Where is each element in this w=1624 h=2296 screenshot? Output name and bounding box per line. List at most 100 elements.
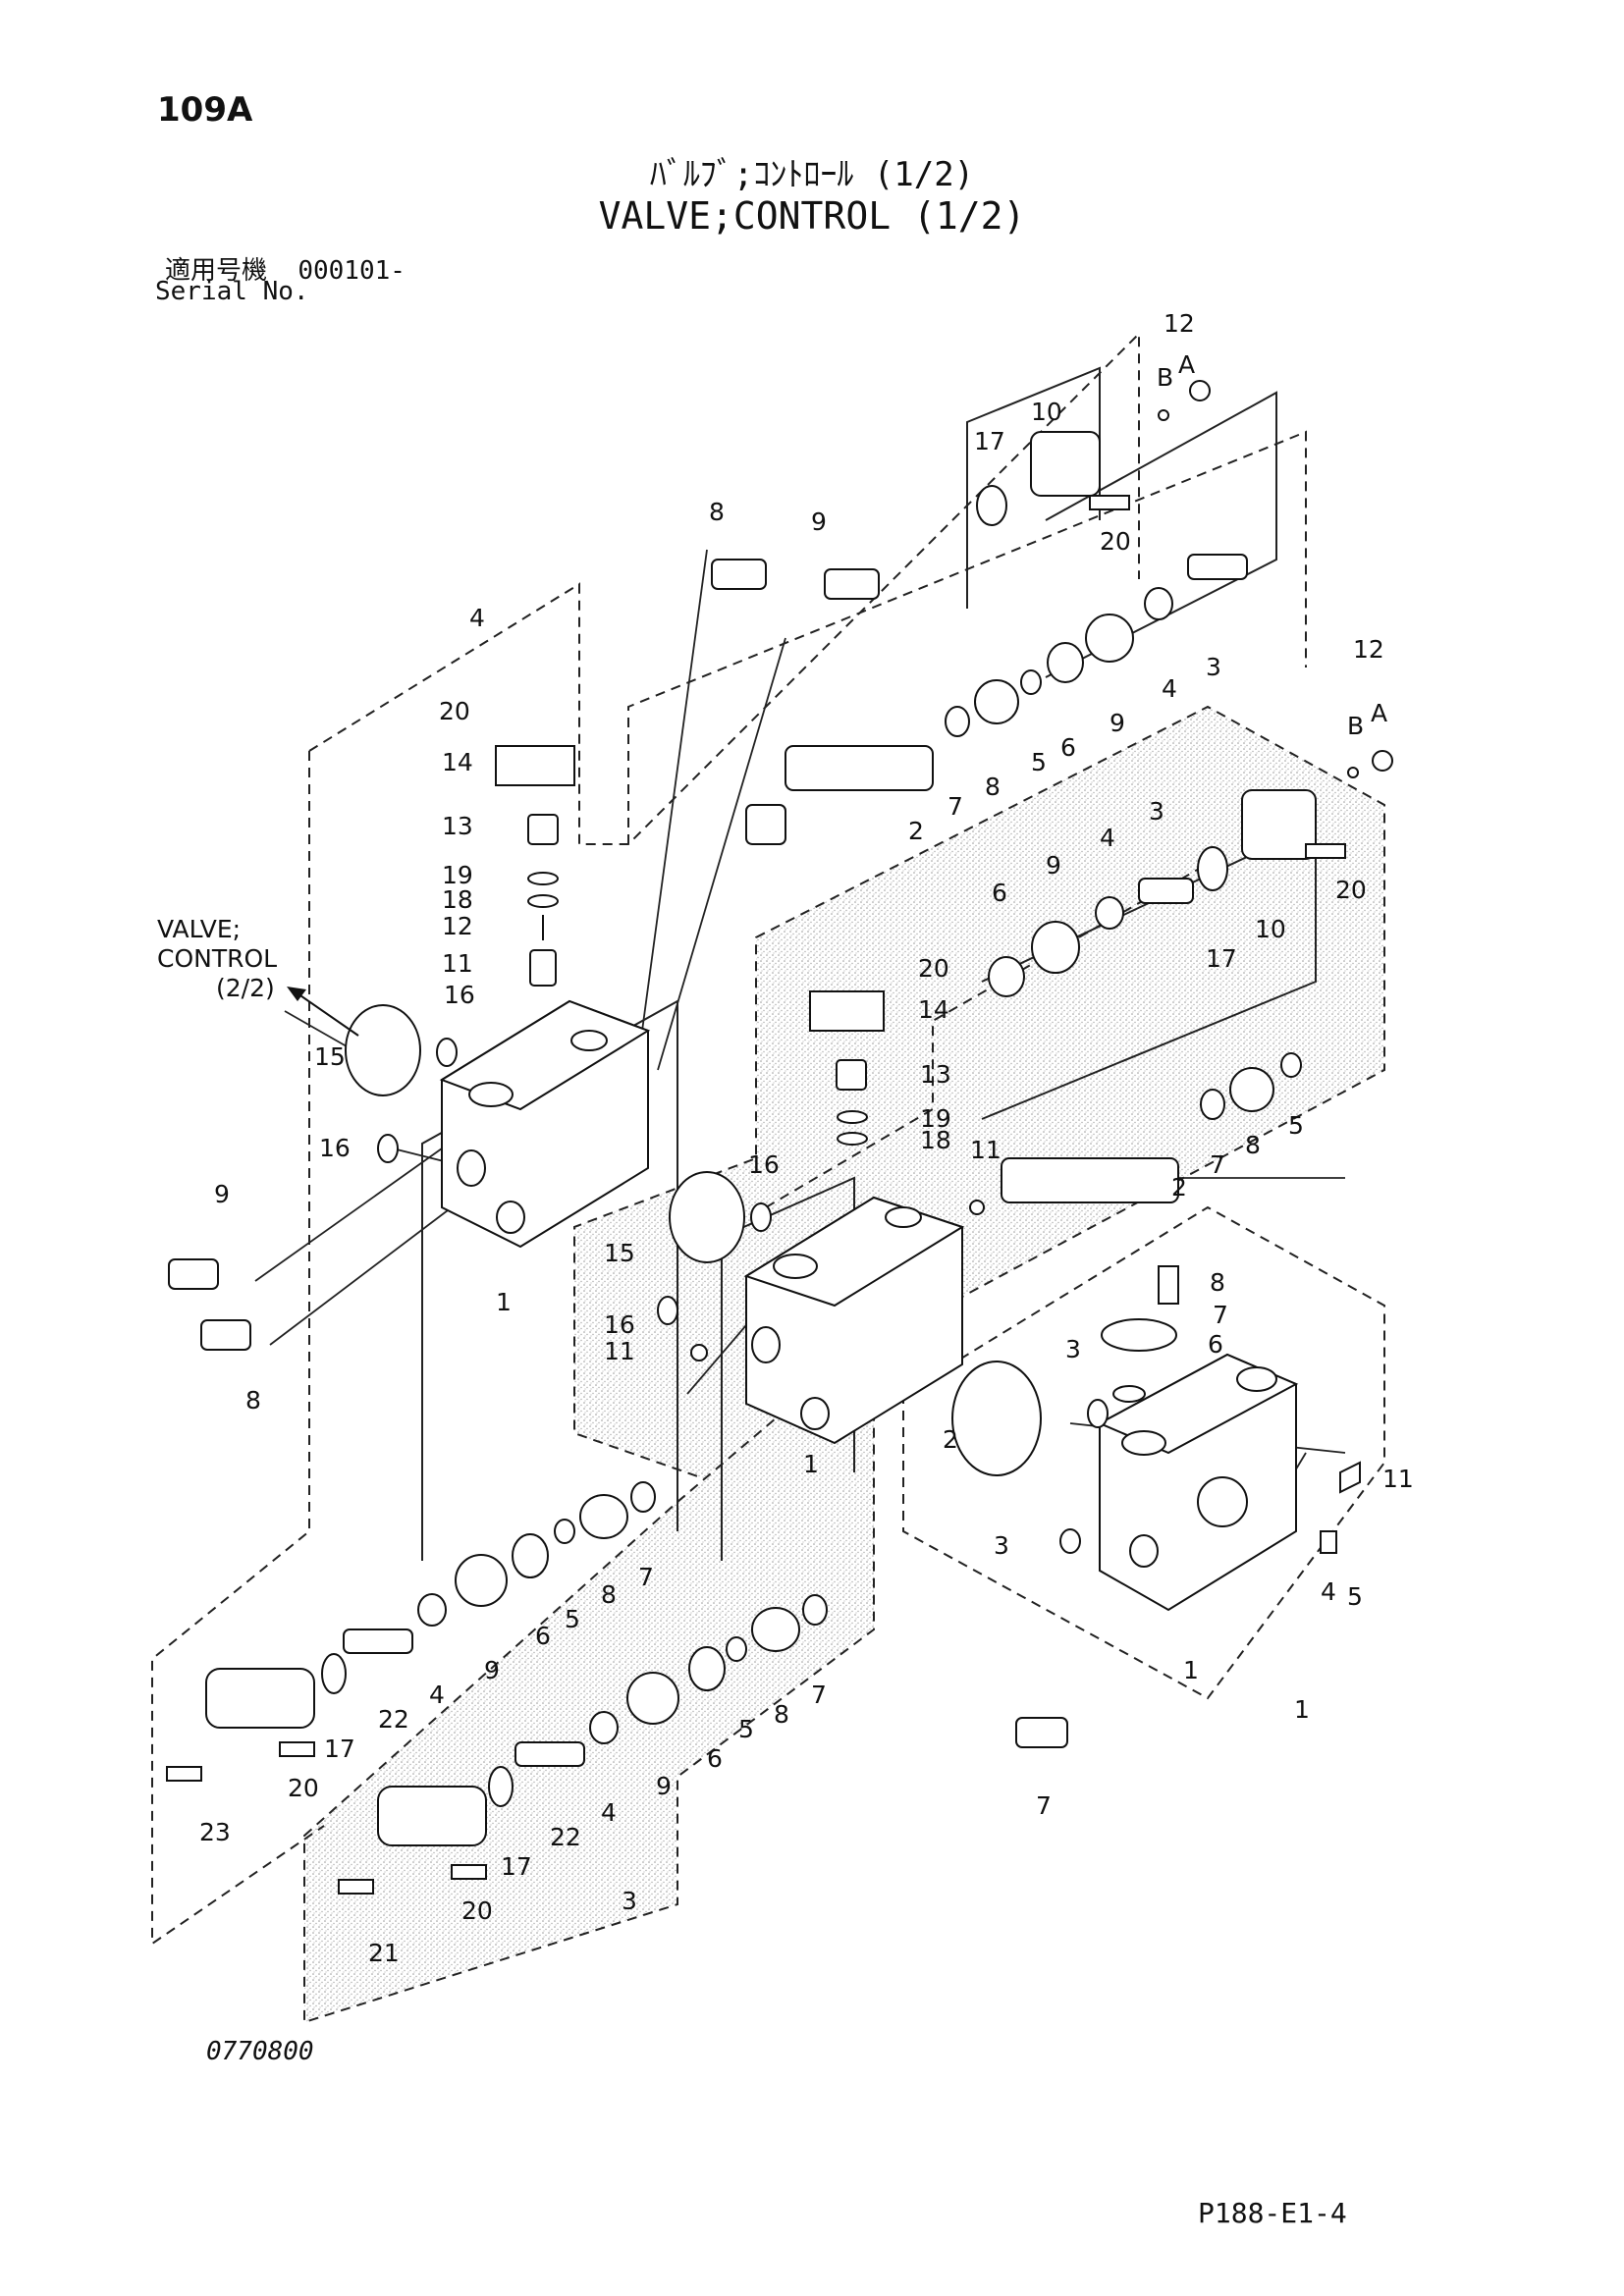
o-ring-6-right (1112, 1385, 1146, 1403)
callout-7: 7 (1213, 1301, 1228, 1329)
bolt-20-lower-left (279, 1741, 315, 1757)
callout-15: 15 (604, 1239, 635, 1267)
callout-17: 17 (1206, 944, 1237, 973)
plug-7-right (1015, 1717, 1068, 1748)
lower-center-parts (338, 1594, 828, 1895)
page-code: 109A (157, 90, 253, 130)
section1-small-parts (168, 431, 1248, 1351)
ring-7-lower-center (802, 1594, 828, 1626)
plate-14 (495, 745, 575, 786)
callout-5: 5 (565, 1605, 580, 1633)
callout-7: 7 (1036, 1791, 1052, 1820)
callout-labels: 12 B A 10 17 20 8 9 3 4 9 6 5 8 7 2 4 20… (199, 309, 1414, 1967)
o-ring-15 (345, 1004, 421, 1096)
callout-10: 10 (1255, 915, 1286, 943)
callout-12: 12 (1353, 635, 1384, 664)
callout-1: 1 (1183, 1656, 1199, 1684)
title-japanese: ﾊﾞﾙﾌﾞ;ｺﾝﾄﾛｰﾙ (1/2) (649, 155, 975, 194)
fitting-b-center (1347, 767, 1359, 778)
seat-5-lower-left (554, 1519, 575, 1544)
spring-9-lower-center (626, 1672, 679, 1725)
o-ring-17-upper (976, 485, 1007, 526)
cap-10-upper (1030, 431, 1101, 497)
callout-18: 18 (920, 1126, 951, 1154)
callout-10: 10 (1031, 398, 1062, 426)
reference-note-line1: VALVE; (157, 915, 241, 943)
callout-8: 8 (601, 1580, 617, 1609)
callout-22: 22 (378, 1705, 409, 1734)
spring-9-center (1031, 921, 1080, 974)
callout-19: 19 (920, 1104, 951, 1133)
o-ring-3-right-a (1087, 1399, 1109, 1428)
callout-6: 6 (707, 1744, 723, 1773)
callout-20: 20 (918, 954, 949, 983)
callout-4: 4 (429, 1681, 445, 1709)
fitting-a-center (1372, 750, 1393, 772)
callout-20: 20 (1100, 527, 1131, 556)
lower-left-parts (166, 1481, 656, 1782)
callout-14: 14 (442, 748, 473, 776)
callout-14: 14 (918, 995, 949, 1024)
o-ring-2-right (951, 1361, 1042, 1476)
o-ring-16-b (377, 1134, 399, 1163)
callout-1: 1 (496, 1288, 512, 1316)
callout-b: B (1157, 363, 1173, 392)
callout-17: 17 (501, 1852, 532, 1881)
reference-note-line2: CONTROL (157, 944, 277, 973)
o-ring-3-right-b (1059, 1528, 1081, 1554)
reference-arrow (294, 990, 359, 1037)
callout-2: 2 (943, 1425, 958, 1454)
callout-21: 21 (368, 1939, 400, 1967)
callout-3: 3 (622, 1887, 637, 1915)
callout-11: 11 (970, 1136, 1001, 1164)
callout-12: 12 (1164, 309, 1195, 338)
spool-2 (785, 745, 934, 791)
page-reference: P188-E1-4 (1198, 2197, 1347, 2229)
retainer-6-lower-center (688, 1646, 726, 1691)
serial-range: 000101- (298, 256, 406, 286)
serial-label-jp-text: 適用号機 (165, 256, 268, 286)
callout-3: 3 (1149, 797, 1164, 826)
callout-15: 15 (314, 1042, 346, 1071)
callout-20: 20 (461, 1896, 493, 1925)
poppet-11-right (969, 1200, 985, 1215)
callout-7: 7 (638, 1563, 654, 1591)
callout-8: 8 (1245, 1131, 1261, 1159)
callout-3: 3 (994, 1531, 1009, 1560)
callout-4: 4 (1162, 674, 1177, 703)
callout-a: A (1371, 699, 1387, 727)
o-ring-15-center (669, 1171, 745, 1263)
callout-11: 11 (442, 949, 473, 978)
callout-20: 20 (1335, 876, 1367, 904)
callout-9: 9 (1110, 709, 1125, 737)
callout-9: 9 (811, 507, 827, 536)
callout-23: 23 (199, 1818, 231, 1846)
seat-5-center (1280, 1052, 1302, 1078)
cap-lower-left (205, 1668, 315, 1729)
ring-7-lower-left (630, 1481, 656, 1513)
callout-2: 2 (1171, 1173, 1187, 1201)
o-ring-16-center-b (657, 1296, 678, 1325)
callout-18: 18 (442, 885, 473, 914)
plug-8-upper (711, 559, 767, 590)
title-english: VALVE;CONTROL (1/2) (598, 194, 1026, 238)
seat-5-lower-center (726, 1636, 747, 1662)
callout-a: A (1178, 350, 1195, 379)
plug-13 (527, 814, 559, 845)
callout-17: 17 (974, 427, 1005, 455)
o-ring-17-lower-left (321, 1653, 347, 1694)
bolt-3-center (1138, 878, 1194, 904)
reference-note-line3: (2/2) (216, 974, 275, 1002)
callout-4: 4 (1321, 1577, 1336, 1606)
callout-11: 11 (1382, 1465, 1414, 1493)
callout-8: 8 (245, 1386, 261, 1415)
plug-8-lower (200, 1319, 251, 1351)
o-ring-19-center (837, 1110, 868, 1124)
valve-housing-1 (439, 999, 651, 1249)
callout-22: 22 (550, 1823, 581, 1851)
callout-7: 7 (947, 792, 963, 821)
plate-14-center (809, 990, 885, 1032)
poppet-11 (529, 949, 557, 987)
callout-12: 12 (442, 912, 473, 940)
